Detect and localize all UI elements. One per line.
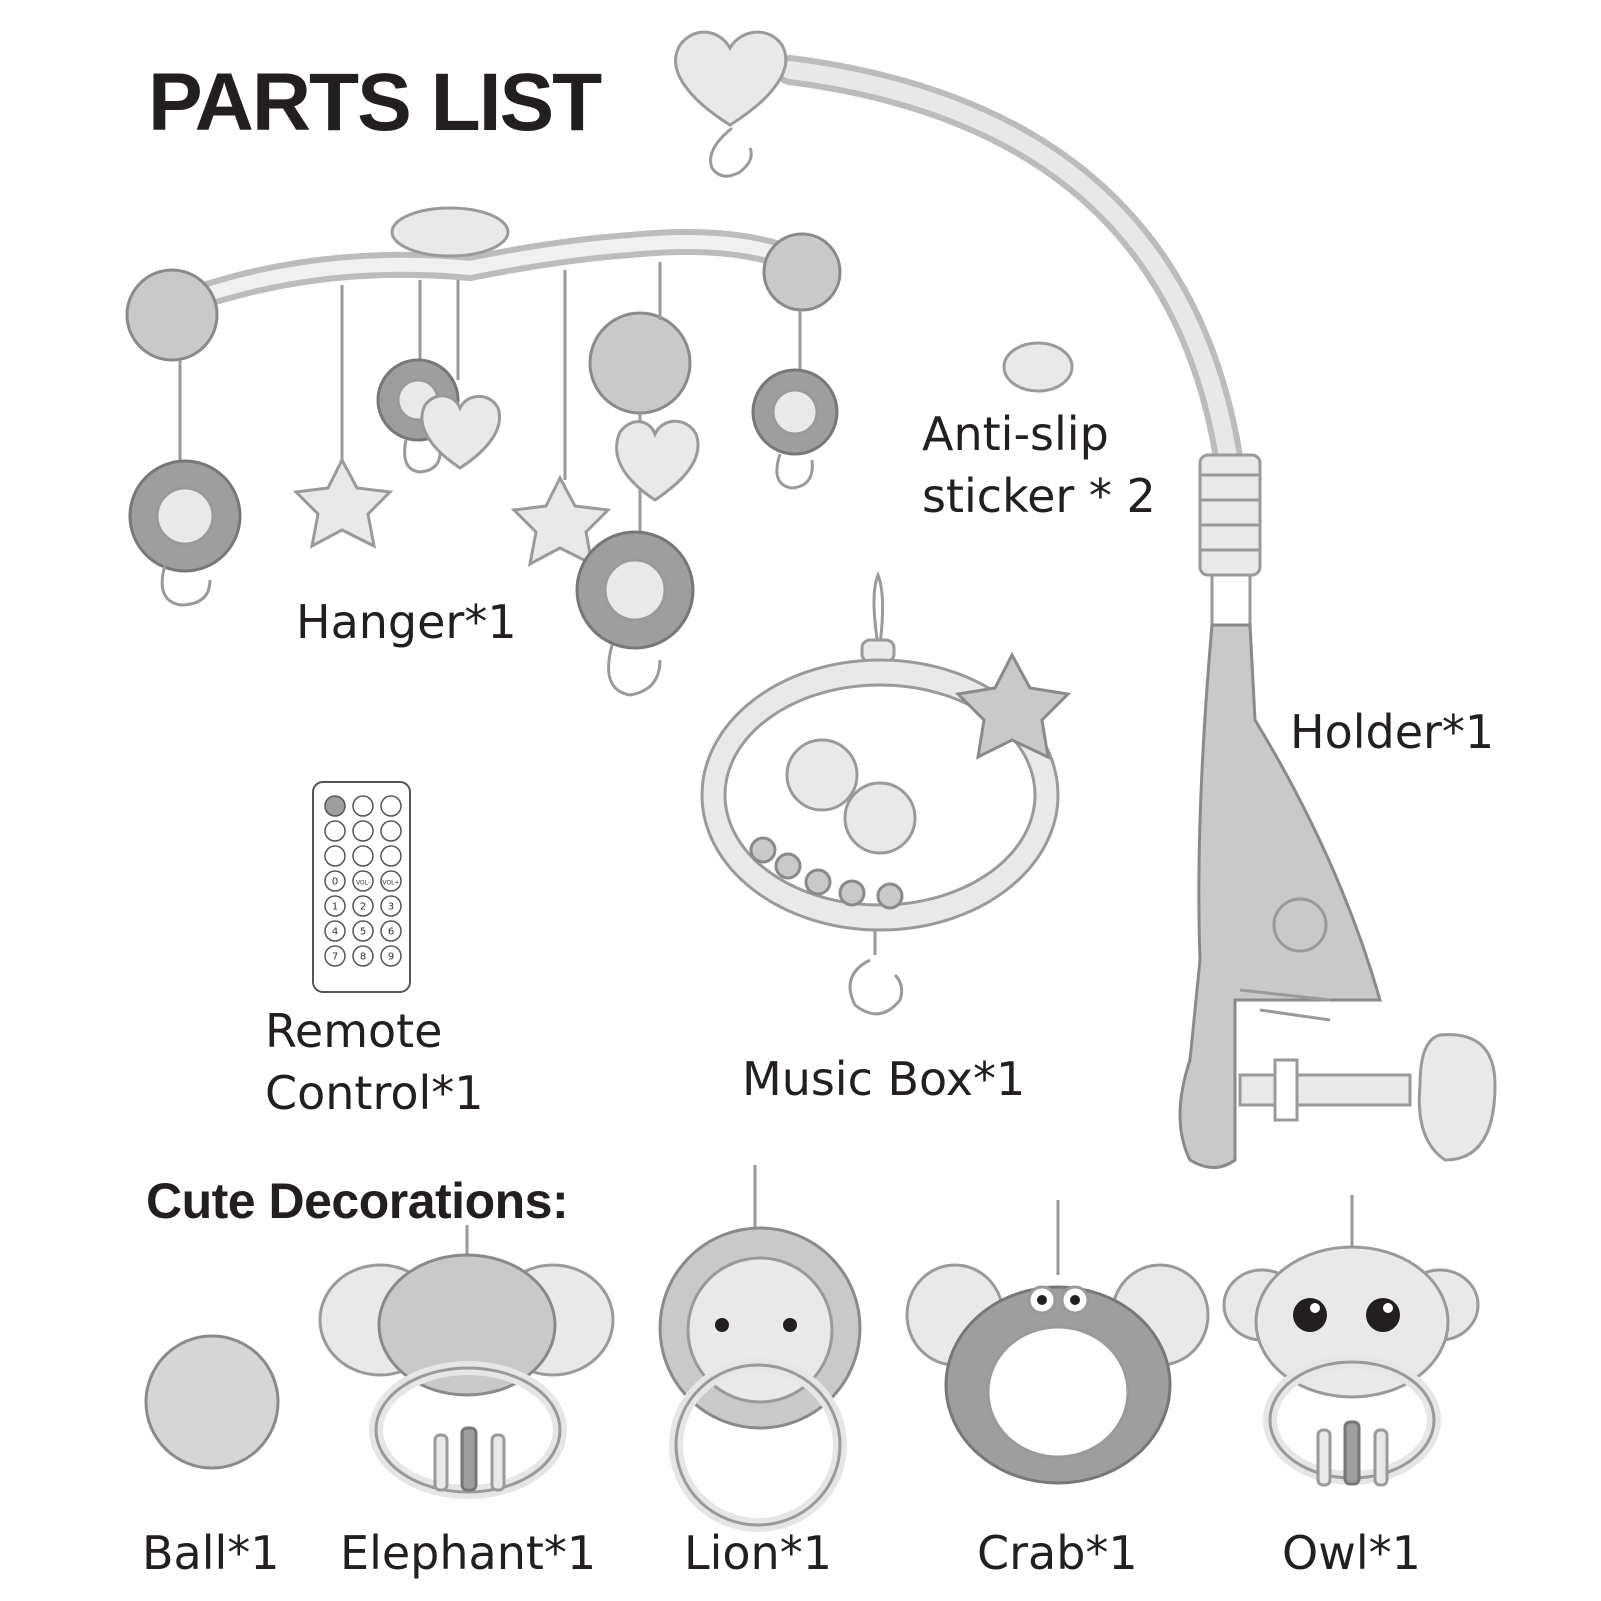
- remote-button: [352, 920, 374, 942]
- heart-top-icon: [674, 30, 788, 127]
- remote-button: [324, 795, 346, 817]
- remote-button: [380, 920, 402, 942]
- remote-button: [380, 820, 402, 842]
- remote-button: [352, 845, 374, 867]
- owl-decoration: [1222, 1195, 1480, 1487]
- remote-button-label: VOL+: [382, 880, 399, 887]
- remote-button: [324, 845, 346, 867]
- holder-part: [674, 30, 1497, 1169]
- flower-icon: [128, 459, 242, 573]
- anti-slip-label: Anti-slip sticker * 2: [922, 407, 1156, 523]
- ball-decoration: [144, 1334, 280, 1470]
- remote-button-label: 4: [332, 927, 338, 938]
- elephant-face-icon: [843, 781, 917, 855]
- lion-face-icon: [785, 738, 859, 812]
- remote-button: [324, 870, 346, 892]
- remote-button-label: 2: [360, 902, 366, 913]
- remote-control-label: Remote Control*1: [265, 1004, 484, 1120]
- elephant-decoration: [318, 1225, 615, 1499]
- heart-icon: [420, 394, 501, 470]
- remote-button-label: VOL-: [356, 880, 370, 887]
- remote-button-label: 9: [388, 952, 394, 963]
- parts-list-title: PARTS LIST: [148, 57, 602, 148]
- lion-label: Lion*1: [684, 1526, 832, 1580]
- remote-button-label: 8: [360, 952, 366, 963]
- remote-button: [380, 895, 402, 917]
- remote-button: [324, 820, 346, 842]
- remote-control-part: 0 VOL- VOL+ 1 2 3 4 5 6 7 8 9: [312, 781, 411, 993]
- elephant-label: Elephant*1: [340, 1526, 597, 1580]
- remote-button-label: 6: [388, 927, 394, 938]
- remote-button: [352, 820, 374, 842]
- flower-icon: [575, 530, 695, 650]
- star-icon: [292, 456, 394, 549]
- hanger-part: [125, 206, 842, 697]
- remote-button-label: 7: [332, 952, 338, 963]
- remote-button-label: 5: [360, 927, 366, 938]
- music-box-label: Music Box*1: [742, 1052, 1026, 1106]
- hanger-label: Hanger*1: [296, 595, 517, 649]
- remote-button: [324, 945, 346, 967]
- remote-button: [380, 945, 402, 967]
- remote-button-label: 1: [332, 902, 338, 913]
- holder-label: Holder*1: [1290, 705, 1495, 759]
- crab-label: Crab*1: [977, 1526, 1138, 1580]
- crab-decoration: [905, 1200, 1210, 1485]
- music-box-part: [700, 570, 1072, 1016]
- flower-icon: [751, 368, 839, 456]
- remote-button: [324, 895, 346, 917]
- remote-button-label: 3: [388, 902, 394, 913]
- remote-button-label: 0: [332, 877, 338, 888]
- remote-button: [352, 870, 374, 892]
- ball-label: Ball*1: [142, 1526, 280, 1580]
- remote-button: [380, 870, 402, 892]
- star-icon: [510, 474, 612, 567]
- remote-button: [380, 795, 402, 817]
- star-icon: [954, 651, 1072, 760]
- remote-button: [352, 795, 374, 817]
- remote-button: [380, 845, 402, 867]
- remote-button: [324, 920, 346, 942]
- heart-icon: [615, 419, 700, 502]
- owl-label: Owl*1: [1282, 1526, 1421, 1580]
- anti-slip-sticker-part: [1002, 341, 1074, 393]
- cute-decorations-heading: Cute Decorations:: [146, 1173, 569, 1229]
- remote-button: [352, 895, 374, 917]
- remote-button: [352, 945, 374, 967]
- lion-decoration: [658, 1165, 862, 1532]
